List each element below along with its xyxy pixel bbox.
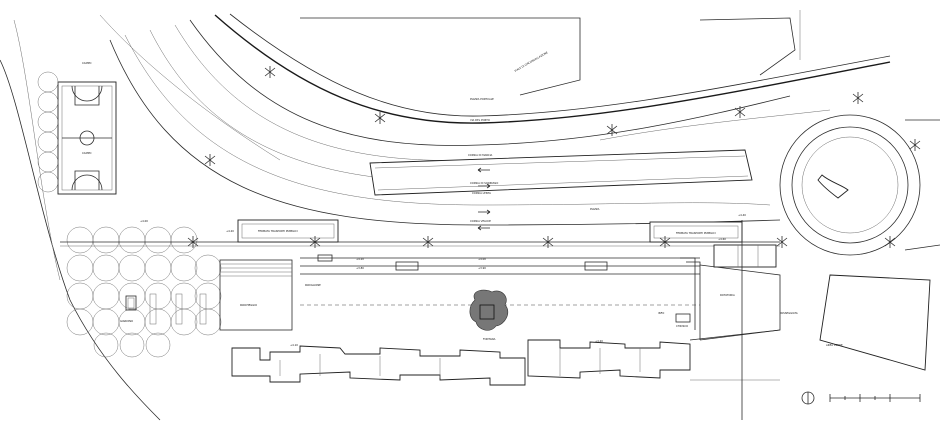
label-height-4: +3.80	[356, 266, 364, 270]
label-height-2: +4.00	[140, 219, 148, 223]
label-court: CAMPO	[82, 61, 91, 65]
label-parking: PARCHEGGIO	[240, 303, 257, 307]
plan-labels: VIALE DI CIRCONVALLAZIONE VIA DEL PORTO …	[82, 50, 843, 347]
label-lane-3: CORSIA DI SORPASSO	[470, 181, 498, 185]
label-walk: PASSEGGIATA	[780, 311, 798, 315]
label-left-green: GIARDINO	[120, 319, 133, 323]
label-road-mid: PIAZZA PORTUALE	[470, 97, 494, 101]
label-kiosk: CHIOSCO	[676, 324, 688, 328]
label-edge-right: AREA VERDE	[826, 343, 843, 347]
fountain	[469, 289, 509, 331]
label-height-1: +4.20	[226, 229, 234, 233]
tree-symbols	[187, 66, 921, 248]
label-height-10: +4.60	[718, 237, 726, 241]
tree-row-left	[37, 71, 59, 193]
label-lane-1: CORSIA DI MARCIA	[468, 153, 493, 157]
scale-bar	[829, 394, 921, 402]
label-height-6: +3.90	[478, 266, 486, 270]
label-height-5: +4.00	[478, 257, 486, 261]
kiosk-block	[675, 244, 781, 341]
label-lane-4: CORSIA VELOCE	[470, 219, 491, 223]
basketball-court	[57, 81, 117, 195]
label-lane-2: CORSIA LENTA	[472, 191, 491, 195]
promenade	[60, 219, 780, 340]
bottom-buildings	[231, 339, 691, 386]
label-height-7: +4.10	[290, 343, 298, 347]
label-road-diag: VIA DEL PORTO	[470, 118, 490, 122]
lower-right-road	[689, 220, 781, 420]
label-court-2: CAMPO	[82, 151, 91, 155]
label-height-8: +4.20	[595, 339, 603, 343]
label-height-3: +4.20	[356, 257, 364, 261]
label-height-9: +4.40	[738, 213, 746, 217]
roundabout	[779, 114, 940, 256]
north-arrow-icon	[801, 391, 815, 405]
label-bus-stop-right: FERMATA TRASPORTI PUBBLICI	[676, 231, 716, 235]
lane-arrows	[477, 167, 491, 231]
perimeter-lines	[0, 14, 281, 421]
label-roundabout: ROTATORIA	[720, 293, 735, 297]
tree-grid	[66, 226, 222, 358]
label-road-top: VIALE DI CIRCONVALLAZIONE	[514, 50, 549, 73]
label-bus-stop-left: FERMATA TRASPORTI PUBBLICI	[258, 229, 298, 233]
top-buildings	[300, 10, 801, 96]
label-pavilion: PADIGLIONE	[305, 283, 321, 287]
green-area-right	[819, 274, 931, 371]
label-info: INFO	[658, 311, 664, 315]
label-square: PIAZZA	[590, 207, 600, 211]
traffic-island	[369, 149, 753, 196]
curved-road	[109, 13, 891, 226]
label-fountain: FONTANA	[483, 337, 496, 341]
